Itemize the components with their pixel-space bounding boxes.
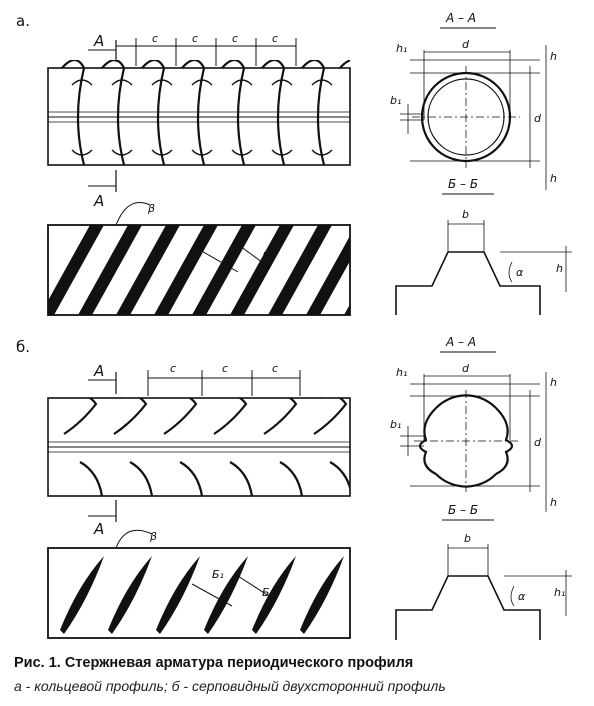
- panel-a-developed-view: [47, 224, 351, 316]
- panel-a-pitch-label-4: c: [272, 32, 278, 45]
- panel-a-angle-label: β: [147, 202, 155, 215]
- panel-b-section-bb-b: b: [464, 532, 471, 545]
- panel-b-label: б.: [16, 338, 30, 356]
- panel-a-b-label: b: [232, 237, 239, 250]
- panel-b-section-mark-top: A: [93, 362, 104, 380]
- panel-b-section-aa-h: h: [550, 376, 557, 389]
- panel-a-section-bb-title: Б – Б: [448, 177, 478, 191]
- panel-b-b-label: Б: [262, 586, 270, 599]
- panel-b-section-aa-d-top: d: [462, 362, 470, 375]
- panel-b-section-bb-title: Б – Б: [448, 503, 478, 517]
- panel-b-developed-view: [47, 547, 351, 639]
- panel-a-section-aa-b1: b₁: [390, 94, 401, 107]
- panel-b-pitch-label-2: c: [222, 362, 228, 375]
- panel-b-pitch-label-1: c: [170, 362, 176, 375]
- panel-b-section-bb: [395, 519, 572, 640]
- panel-a-section-aa-h1: h₁: [396, 42, 407, 55]
- panel-a-section-aa: [400, 27, 547, 190]
- caption-title: Рис. 1. Стержневая арматура периодическо…: [14, 655, 414, 671]
- panel-a-section-mark-bottom: A: [93, 192, 104, 210]
- panel-a-section-aa-h-bottom: h: [550, 172, 557, 185]
- panel-a-section-bb-alpha: α: [516, 266, 524, 279]
- panel-a-b1-label: b₁: [262, 250, 273, 263]
- panel-a-section-bb-h: h: [556, 262, 563, 275]
- panel-a-section-aa-d-side: d: [534, 112, 542, 125]
- panel-b-section-aa-h1: h₁: [396, 366, 407, 379]
- panel-b-section-aa-d-side: d: [534, 436, 542, 449]
- panel-b-section-aa: [400, 351, 547, 512]
- panel-a-section-aa-d-top: d: [462, 38, 470, 51]
- panel-b-section-bb-alpha: α: [518, 590, 526, 603]
- panel-a-pitch-label-1: c: [152, 32, 158, 45]
- panel-a-side-view: [47, 38, 351, 226]
- caption-subtitle: а - кольцевой профиль; б - серповидный д…: [14, 678, 446, 694]
- panel-a-section-bb: [395, 193, 572, 315]
- panel-a-section-bb-b: b: [462, 208, 469, 221]
- panel-b-section-aa-h-bottom: h: [550, 496, 557, 509]
- panel-a-section-mark-top: A: [93, 32, 104, 50]
- panel-a-pitch-label-3: c: [232, 32, 238, 45]
- panel-b-side-view: [47, 370, 351, 549]
- panel-a-section-aa-title: A – A: [445, 11, 476, 25]
- panel-b-section-aa-b1: b₁: [390, 418, 401, 431]
- panel-b-pitch-label-3: c: [272, 362, 278, 375]
- panel-a-section-aa-h: h: [550, 50, 557, 63]
- panel-a-pitch-label-2: c: [192, 32, 198, 45]
- panel-a-label: а.: [16, 12, 30, 30]
- panel-b-section-bb-h: h₁: [554, 586, 565, 599]
- panel-b-b1-label: Б₁: [212, 568, 224, 581]
- panel-b-section-aa-title: А – А: [445, 335, 476, 349]
- panel-b-section-mark-bottom: A: [93, 520, 104, 538]
- panel-b-angle-label: β: [149, 530, 157, 543]
